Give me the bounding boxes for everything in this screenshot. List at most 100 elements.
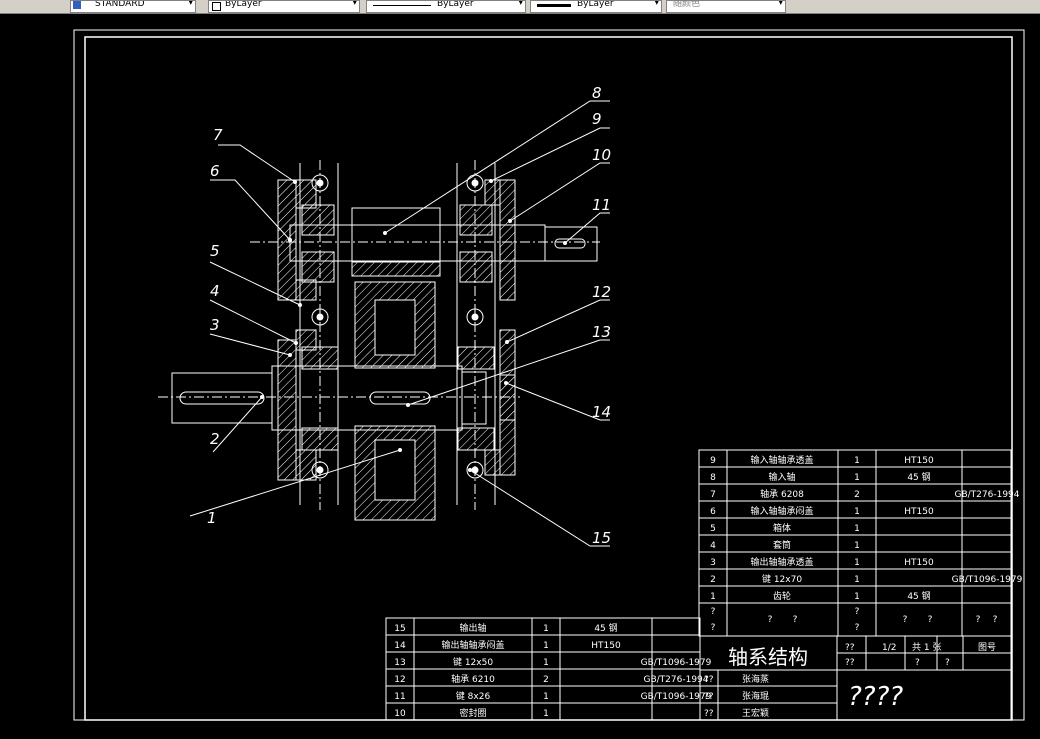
linetype-value: ByLayer [437, 0, 474, 9]
hdr-qty-b: ? [855, 623, 860, 633]
part-qty: 1 [854, 592, 860, 602]
linetype-preview-icon [373, 5, 431, 6]
part-name: 输入轴 [768, 471, 795, 483]
part-no: 11 [394, 692, 405, 702]
chevron-down-icon: ▾ [188, 0, 193, 8]
part-material: HT150 [904, 558, 934, 568]
part-qty: 2 [854, 490, 860, 500]
callout-14: 14 [592, 403, 611, 421]
part-no: 9 [710, 456, 716, 466]
part-qty: 1 [854, 473, 860, 483]
part-name: 轴承 6208 [760, 488, 804, 500]
text-style-icon [73, 1, 81, 9]
hdr-name-b: ? [793, 615, 798, 625]
sig2-name: 张海琨 [742, 690, 769, 702]
part-name: 套筒 [773, 539, 791, 551]
callout-10: 10 [592, 146, 611, 164]
part-qty: 1 [854, 524, 860, 534]
properties-toolbar: STANDARD ▾ ByLayer ▾ ByLayer ▾ ByLayer ▾… [0, 0, 1040, 14]
part-standard: GB/T1096-1979 [641, 658, 712, 668]
part-standard: GB/T276-1994 [954, 490, 1019, 500]
drawing-title: 轴系结构 [728, 645, 808, 669]
part-qty: 1 [854, 541, 860, 551]
scale-label: ?? [845, 643, 855, 653]
hdr-qty: ? [855, 607, 860, 617]
callout-6: 6 [210, 162, 220, 180]
part-standard: GB/T1096-1979 [641, 692, 712, 702]
row2-c: ? [945, 658, 950, 668]
part-no: 8 [710, 473, 716, 483]
part-qty: 1 [543, 624, 549, 634]
row2-a: ?? [845, 658, 855, 668]
text-style-value: STANDARD [95, 0, 145, 9]
layer-dropdown[interactable]: ByLayer ▾ [208, 0, 360, 13]
part-qty: 1 [854, 575, 860, 585]
shaft-assembly-drawing [158, 100, 610, 547]
sig3-label: ?? [704, 709, 714, 719]
lineweight-preview-icon [537, 4, 571, 7]
part-material: 45 钢 [907, 590, 930, 602]
part-name: 密封圈 [459, 707, 486, 719]
part-standard: GB/T1096-1979 [952, 575, 1023, 585]
part-no: 12 [394, 675, 405, 685]
hdr-mat-a: ? [903, 615, 908, 625]
callout-9: 9 [592, 110, 602, 128]
hdr-mat-b: ? [928, 615, 933, 625]
plotstyle-dropdown[interactable]: 随颜色 ▾ [666, 0, 786, 13]
callout-2: 2 [210, 430, 220, 448]
part-material: 45 钢 [907, 471, 930, 483]
part-no: 15 [394, 624, 405, 634]
callout-12: 12 [592, 283, 611, 301]
hdr-name-a: ? [768, 615, 773, 625]
callout-5: 5 [210, 242, 220, 260]
hdr-no-b: ? [711, 623, 716, 633]
callout-7: 7 [213, 126, 223, 144]
callout-4: 4 [210, 282, 220, 300]
part-qty: 1 [854, 456, 860, 466]
callout-13: 13 [592, 323, 611, 341]
callout-11: 11 [592, 196, 611, 214]
part-qty: 1 [543, 692, 549, 702]
part-no: 13 [394, 658, 405, 668]
part-qty: 1 [543, 658, 549, 668]
layer-value: ByLayer [225, 0, 262, 9]
part-qty: 1 [543, 709, 549, 719]
part-no: 14 [394, 641, 406, 651]
part-material: HT150 [904, 456, 934, 466]
sig2-label: ?? [704, 692, 714, 702]
part-name: 键 8x26 [456, 690, 491, 702]
linetype-dropdown[interactable]: ByLayer ▾ [366, 0, 526, 13]
sig3-name: 王宏颖 [742, 707, 769, 719]
part-no: 5 [710, 524, 716, 534]
plotstyle-value: 随颜色 [673, 0, 701, 9]
hdr-std-a: ? [976, 615, 981, 625]
part-material: HT150 [904, 507, 934, 517]
part-name: 齿轮 [773, 590, 791, 602]
scale-value: 1/2 [882, 643, 896, 653]
hdr-std-b: ? [993, 615, 998, 625]
part-standard: GB/T276-1994 [643, 675, 708, 685]
sheet-count: 共 1 张 [912, 642, 941, 653]
part-no: 1 [710, 592, 716, 602]
part-name: 箱体 [773, 522, 791, 534]
chevron-down-icon: ▾ [518, 0, 523, 8]
part-qty: 1 [543, 641, 549, 651]
lineweight-dropdown[interactable]: ByLayer ▾ [530, 0, 662, 13]
part-qty: 2 [543, 675, 549, 685]
part-name: 输出轴轴承闷盖 [441, 639, 504, 651]
part-qty: 1 [854, 558, 860, 568]
part-no: 3 [710, 558, 716, 568]
layer-swatch-icon [212, 2, 221, 11]
callout-3: 3 [210, 316, 220, 334]
part-name: 轴承 6210 [451, 673, 495, 685]
part-name: 输出轴轴承透盖 [750, 556, 813, 568]
chevron-down-icon: ▾ [654, 0, 659, 8]
callout-1: 1 [207, 509, 217, 527]
part-no: 6 [710, 507, 716, 517]
part-name: 输入轴轴承闷盖 [750, 505, 813, 517]
text-style-dropdown[interactable]: STANDARD ▾ [70, 0, 196, 13]
part-name: 输入轴轴承透盖 [750, 454, 813, 466]
school-name: ???? [848, 682, 903, 712]
sig1-name: 张海蒸 [742, 673, 769, 685]
